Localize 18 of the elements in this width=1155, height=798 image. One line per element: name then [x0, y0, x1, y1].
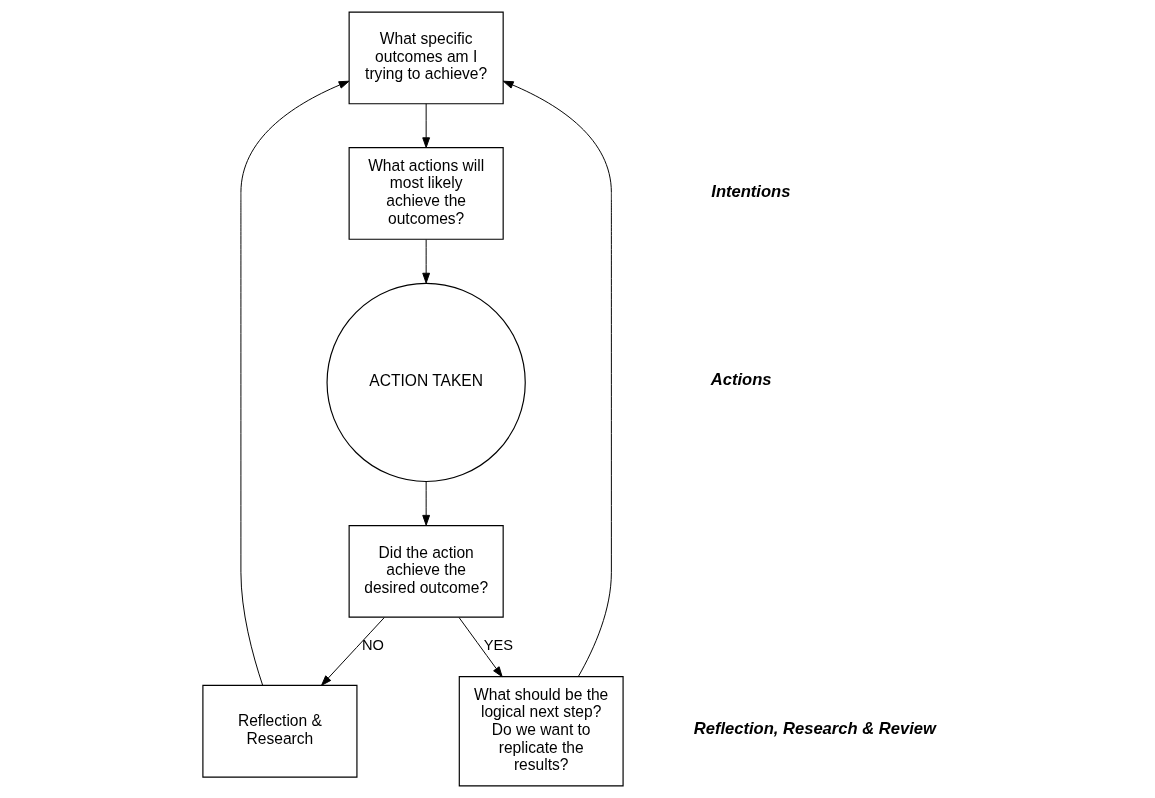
arrow [422, 103, 431, 149]
arrow [502, 80, 612, 678]
node-circle: ACTION TAKEN [326, 282, 526, 483]
edge-label: YES [483, 637, 513, 654]
arrow [321, 617, 385, 686]
arrow [458, 617, 503, 678]
node-box: What actions will most likely achieve the outcomes? [348, 147, 504, 240]
node-box: Reflection & Research [202, 684, 358, 778]
arrow [422, 239, 431, 284]
label: Actions [710, 370, 772, 390]
label: Reflection, Research & Review [693, 719, 936, 739]
edge-label: NO [362, 637, 384, 654]
arrow [422, 481, 431, 526]
node-box: What should be the logical next step? Do we want to replicate the results? [458, 676, 624, 787]
arrow [240, 80, 350, 686]
label: Intentions [711, 181, 791, 201]
node-box: Did the action achieve the desired outcome? [348, 524, 504, 618]
node-box: What specific outcomes am I trying to achieve? [348, 11, 504, 105]
